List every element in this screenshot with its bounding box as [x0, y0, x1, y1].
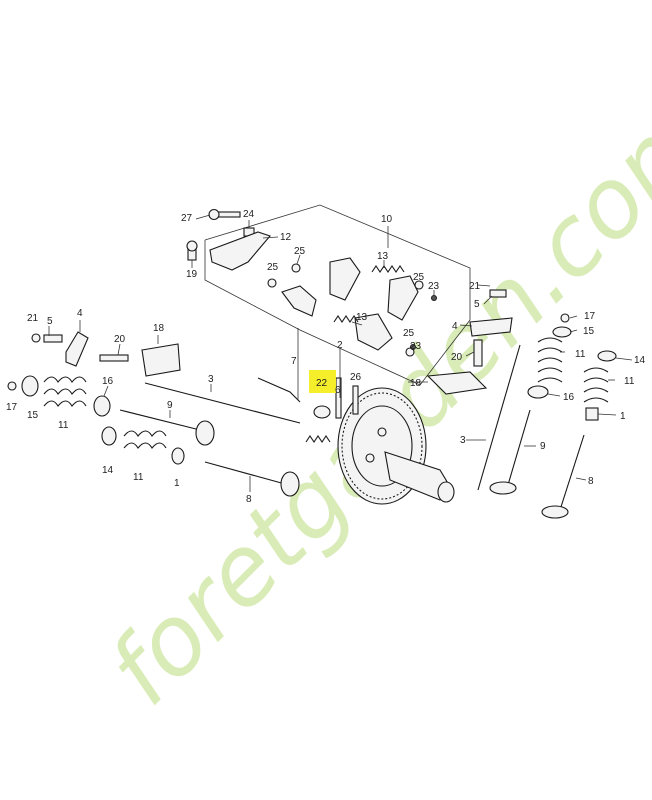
- callout-16: 16: [102, 376, 114, 387]
- pushrod-left: [144, 382, 301, 424]
- leaders: [48, 214, 633, 492]
- callout-5: 5: [474, 299, 480, 310]
- callout-14: 14: [634, 355, 646, 366]
- callout-14: 14: [102, 465, 114, 476]
- callout-20: 20: [114, 334, 126, 345]
- callout-18: 18: [153, 323, 165, 334]
- callout-21: 21: [469, 281, 481, 292]
- left-small-parts: [7, 331, 185, 465]
- spring-13b: [333, 315, 359, 323]
- callout-11: 11: [575, 349, 586, 360]
- callout-10: 10: [381, 214, 393, 225]
- callout-13: 13: [377, 251, 389, 262]
- callout-6: 6: [335, 385, 341, 396]
- callout-17: 17: [6, 402, 18, 413]
- camshaft: [337, 387, 455, 505]
- callout-27: 27: [181, 213, 193, 224]
- callout-1: 1: [174, 478, 180, 489]
- callout-25: 25: [294, 246, 306, 257]
- callout-26: 26: [350, 372, 362, 383]
- callout-19: 19: [186, 269, 198, 280]
- callout-5: 5: [47, 316, 53, 327]
- callout-15: 15: [27, 410, 39, 421]
- callout-16: 16: [563, 392, 575, 403]
- callout-25: 25: [403, 328, 415, 339]
- callout-25: 25: [413, 272, 425, 283]
- callout-9: 9: [540, 441, 546, 452]
- callout-22-highlighted: 22: [316, 378, 328, 389]
- callout-4: 4: [452, 321, 458, 332]
- callout-2: 2: [337, 340, 343, 351]
- callout-7: 7: [291, 356, 297, 367]
- callout-15: 15: [583, 326, 595, 337]
- callout-25: 25: [267, 262, 279, 273]
- right-parts: [426, 289, 617, 519]
- callout-17: 17: [584, 311, 596, 322]
- callout-11: 11: [133, 472, 144, 483]
- callout-3: 3: [460, 435, 466, 446]
- callout-23: 23: [428, 281, 440, 292]
- callout-12: 12: [280, 232, 292, 243]
- callout-23: 23: [410, 341, 422, 352]
- callout-11: 11: [624, 376, 635, 387]
- valve-8-left: [204, 461, 300, 497]
- middle-parts: [257, 328, 359, 443]
- callout-1: 1: [620, 411, 626, 422]
- callout-9: 9: [167, 400, 173, 411]
- callout-3: 3: [208, 374, 214, 385]
- rocker-assembly: [186, 204, 471, 386]
- callout-8: 8: [246, 494, 252, 505]
- callout-8: 8: [588, 476, 594, 487]
- valve-9-left: [119, 409, 215, 446]
- callout-labels: 27 24 12 10 19 25 25 13 25 23 13 25 23 2…: [6, 209, 646, 505]
- callout-18: 18: [410, 378, 422, 389]
- callout-11: 11: [58, 420, 69, 431]
- callout-21: 21: [27, 313, 39, 324]
- callout-20: 20: [451, 352, 463, 363]
- spring-13a: [371, 265, 405, 273]
- highlight-box-22: [309, 370, 336, 393]
- callout-13: 13: [356, 312, 368, 323]
- callout-24: 24: [243, 209, 255, 220]
- callout-4: 4: [77, 308, 83, 319]
